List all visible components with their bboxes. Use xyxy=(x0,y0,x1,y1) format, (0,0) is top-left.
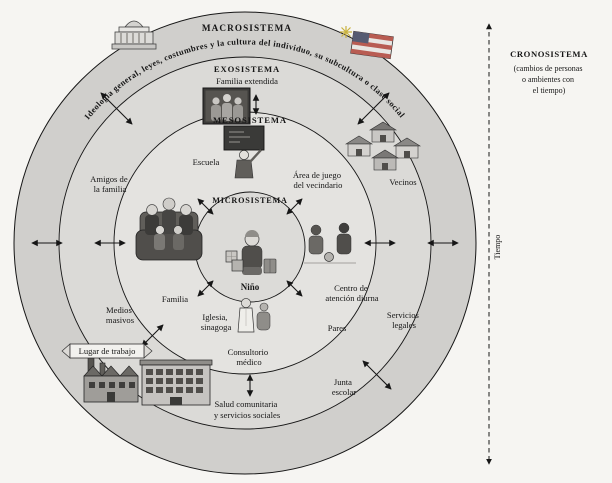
chronosystem-title: CRONOSISTEMA xyxy=(510,49,588,59)
arrow-hub-lower-right xyxy=(286,280,303,297)
label-medios-line2: masivos xyxy=(106,315,135,325)
label-servicios-legales: Servicios legales xyxy=(387,310,421,330)
mesosystem-title: MESOSISTEMA xyxy=(213,115,287,125)
label-salud-comunitaria: Salud comunitaria y servicios sociales xyxy=(214,399,281,420)
label-centro-atencion: Centro de atención diurna xyxy=(325,283,378,303)
label-servicios-line2: legales xyxy=(392,320,417,330)
arrow-hub-upper-left xyxy=(197,198,214,215)
flag-icon xyxy=(340,26,394,60)
label-pares: Pares xyxy=(328,323,347,333)
label-consultorio-line1: Consultorio xyxy=(228,347,269,357)
label-amigos: Amigos de la familia xyxy=(90,174,130,194)
doctor-patient-illustration xyxy=(237,298,271,333)
label-vecinos: Vecinos xyxy=(389,177,417,187)
capitol-building-icon xyxy=(111,20,157,50)
arrow-lower-right-diagonal xyxy=(362,360,392,390)
chronosystem-subtitle-line3: el tiempo) xyxy=(533,86,566,95)
label-consultorio-line2: médico xyxy=(236,357,261,367)
arrow-hub-lower-left xyxy=(197,280,214,297)
label-tiempo: Tiempo xyxy=(493,235,502,260)
macrosystem-title: MACROSISTEMA xyxy=(202,23,292,33)
label-junta-line1: Junta xyxy=(334,377,352,387)
chronosystem-subtitle-line1: (cambios de personas xyxy=(514,64,583,73)
microsystem-title: MICROSISTEMA xyxy=(212,196,288,205)
children-playing-illustration xyxy=(304,222,356,264)
label-familia-extendida: Familia extendida xyxy=(216,76,278,86)
teacher-blackboard-illustration xyxy=(223,125,265,179)
label-consultorio: Consultorio médico xyxy=(228,347,271,367)
starburst-icon xyxy=(340,26,352,38)
label-junta-escolar: Junta escolar xyxy=(332,377,356,397)
arrow-lower-left-diagonal xyxy=(141,324,164,347)
label-salud-line2: y servicios sociales xyxy=(214,410,281,420)
label-servicios-line1: Servicios xyxy=(387,310,420,320)
neighborhood-houses-illustration xyxy=(344,121,422,171)
label-junta-line2: escolar xyxy=(332,387,356,397)
chronosystem-subtitle: (cambios de personas o ambientes con el … xyxy=(514,64,585,95)
chronosystem-subtitle-line2: o ambientes con xyxy=(522,75,574,84)
arrow-upper-right-diagonal xyxy=(357,92,390,125)
workplace-banner xyxy=(61,343,153,359)
child-illustration xyxy=(225,230,277,275)
label-amigos-line2: la familia xyxy=(94,184,127,194)
factory-building xyxy=(83,357,139,403)
label-nino: Niño xyxy=(241,282,260,292)
label-lugar-trabajo: Lugar de trabajo xyxy=(79,346,136,356)
exosystem-title: EXOSISTEMA xyxy=(214,64,280,74)
label-centro-line1: Centro de xyxy=(334,283,368,293)
community-health-building xyxy=(139,359,213,406)
label-area-juego: Área de juego del vecindario xyxy=(293,170,343,190)
arrow-hub-upper-right xyxy=(286,198,303,215)
label-iglesia-line2: sinagoga xyxy=(201,322,232,332)
label-amigos-line1: Amigos de xyxy=(90,174,128,184)
label-centro-line2: atención diurna xyxy=(325,293,378,303)
label-medios-line1: Medios xyxy=(106,305,132,315)
label-area-juego-line1: Área de juego xyxy=(293,170,341,180)
label-iglesia: Iglesia, sinagoga xyxy=(201,312,232,332)
label-familia: Familia xyxy=(162,294,188,304)
family-group-illustration xyxy=(135,197,203,261)
arrow-upper-left-diagonal xyxy=(100,92,133,125)
label-medios-masivos: Medios masivos xyxy=(106,305,135,325)
label-area-juego-line2: del vecindario xyxy=(294,180,343,190)
extended-family-photo xyxy=(202,87,251,125)
label-escuela: Escuela xyxy=(193,157,220,167)
label-salud-line1: Salud comunitaria xyxy=(215,399,278,409)
label-iglesia-line1: Iglesia, xyxy=(202,312,227,322)
